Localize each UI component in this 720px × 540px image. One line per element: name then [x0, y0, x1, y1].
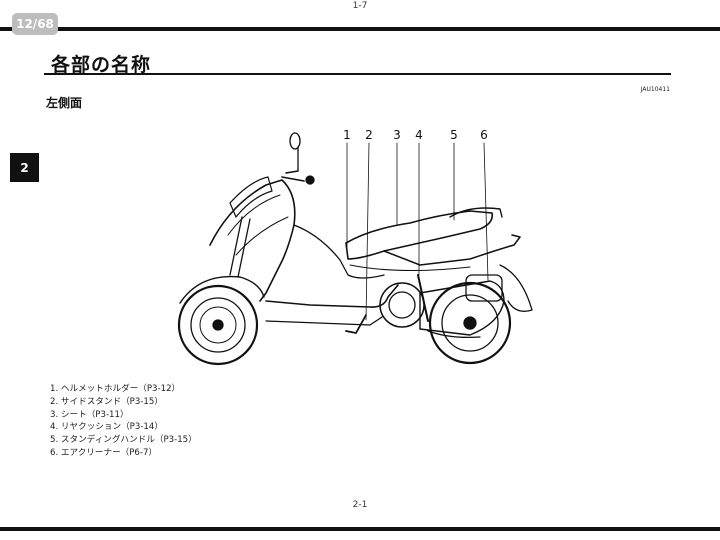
rear-shock	[417, 274, 429, 322]
page-title: 各部の名称	[51, 54, 152, 76]
tail-section	[383, 234, 521, 266]
scooter-diagram: 1 2 3 4 5 6	[177, 128, 533, 366]
grab-handle	[449, 207, 503, 218]
document-code: JAU10411	[640, 86, 670, 93]
parts-list-item: 5. スタンディングハンドル（P3-15）	[50, 435, 197, 446]
callout-label-6: 6	[480, 128, 488, 142]
bottom-rule	[0, 527, 720, 531]
callout-label-4: 4	[415, 128, 423, 142]
front-rim	[190, 297, 246, 353]
cowl-detail	[227, 194, 289, 256]
parts-list-item: 2. サイドスタンド（P3-15）	[50, 396, 163, 407]
body-side-line	[349, 264, 471, 272]
leg-panel	[293, 224, 385, 279]
rear-tire	[428, 281, 512, 365]
floorboard	[265, 284, 399, 308]
parts-list-item: 1. ヘルメットホルダー（P3-12）	[50, 384, 181, 394]
callout-label-5: 5	[450, 128, 458, 142]
mirror	[289, 132, 301, 150]
title-underline	[44, 73, 671, 75]
callout-leader-6	[483, 142, 489, 281]
page-indicator[interactable]: 12/68	[12, 13, 58, 35]
front-tire	[177, 284, 259, 366]
parts-list-item: 4. リヤクッション（P3-14）	[50, 422, 163, 433]
front-hub	[212, 319, 224, 331]
front-brake-disc	[199, 306, 237, 344]
footer-page-number: 2-1	[352, 500, 368, 510]
engine-cover	[388, 291, 416, 319]
windscreen	[229, 176, 273, 218]
parts-list-item: 6. エアクリーナー（P6-7）	[50, 447, 158, 458]
chapter-tab[interactable]: 2	[10, 153, 39, 182]
front-fork	[229, 216, 251, 278]
rear-fender	[499, 264, 533, 312]
rear-rim	[441, 294, 499, 352]
lower-body	[265, 316, 383, 326]
seat	[345, 210, 494, 260]
callout-label-2: 2	[365, 128, 373, 142]
callout-label-1: 1	[343, 128, 351, 142]
air-cleaner	[465, 274, 503, 302]
side-stand	[345, 314, 367, 334]
callout-label-3: 3	[393, 128, 401, 142]
exhaust	[427, 330, 481, 338]
parts-list: 1. ヘルメットホルダー（P3-12） 2. サイドスタンド（P3-15） 3.…	[50, 383, 197, 460]
front-fender	[179, 275, 265, 304]
transmission-case	[419, 280, 505, 336]
grip	[305, 175, 315, 185]
callout-leader-2	[365, 142, 370, 321]
top-rule	[0, 27, 720, 31]
handlebar	[281, 170, 305, 182]
parts-list-item: 3. シート（P3-11）	[50, 409, 129, 420]
engine-case	[379, 282, 425, 328]
section-heading: 左側面	[46, 96, 83, 110]
rear-hub	[463, 316, 477, 330]
header-page-number: 1-7	[352, 1, 368, 11]
